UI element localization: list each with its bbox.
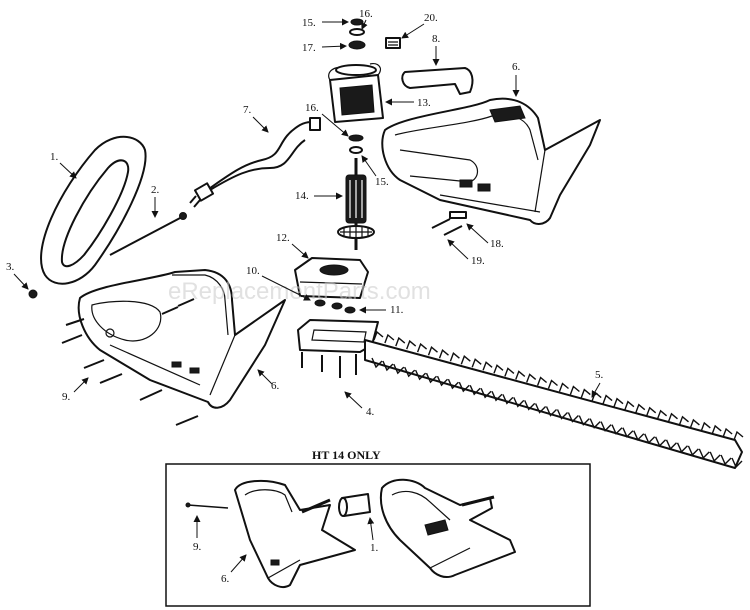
callout-12: 12. [276,232,290,244]
switch-trigger-part [401,67,474,95]
callout-2: 2. [151,184,160,196]
callout-3: 3. [6,261,15,273]
callout-1: 1. [50,151,59,163]
callout-15-lower: 15. [375,176,389,188]
inset-left-housing-part [234,479,356,588]
inset-frame [165,463,591,607]
inset-callout-6: 6. [221,573,230,585]
callout-5: 5. [595,369,604,381]
motor-field-part [328,63,384,123]
callout-15-top: 15. [302,17,316,29]
power-cord-part [189,117,321,208]
callout-10: 10. [246,265,260,277]
callout-9: 9. [62,391,71,403]
right-housing-screws-part [431,211,467,236]
left-housing-part [77,269,286,409]
armature-part [337,158,375,250]
left-housing-screws-part [61,298,199,426]
inset-title: HT 14 ONLY [312,448,381,462]
callout-8: 8. [432,33,441,45]
callout-16-lower: 16. [305,102,319,114]
watermark: eReplacementParts.com [168,278,431,305]
callout-17: 17. [302,42,316,54]
blade-plate-part [297,319,379,378]
callout-18: 18. [490,238,504,250]
callout-labels: 1. 2. 3. 4. 5. 6. 6. 7. 8. 9. 10. 11. 12… [6,8,604,418]
cutter-blade-part [364,330,744,469]
callout-16-top: 16. [359,8,373,20]
right-housing-part [381,97,601,225]
brush-part [385,37,401,49]
callout-11: 11. [390,304,404,316]
gear-case-part [294,257,369,299]
inset-screw-part [187,504,229,509]
gear-case-bolts-part [314,299,356,314]
bearing-stack-top-part [348,18,366,50]
callout-19: 19. [471,255,485,267]
front-handle-part [40,135,147,285]
handle-screw-part [109,212,187,256]
callout-6-upper: 6. [512,61,521,73]
inset-callout-1: 1. [370,542,379,554]
callout-20: 20. [424,12,438,24]
inset-spacer-part [338,493,371,517]
callout-14: 14. [295,190,309,202]
callout-6-lower: 6. [271,380,280,392]
inset-right-housing-part [380,478,516,578]
callout-4: 4. [366,406,375,418]
callout-13: 13. [417,97,431,109]
bearing-stack-bottom-part [348,134,364,154]
inset-callout-9: 9. [193,541,202,553]
ht14-inset: HT 14 ONLY 9. 6. 1. [165,448,591,607]
callout-7: 7. [243,104,252,116]
nut-part [28,289,38,299]
